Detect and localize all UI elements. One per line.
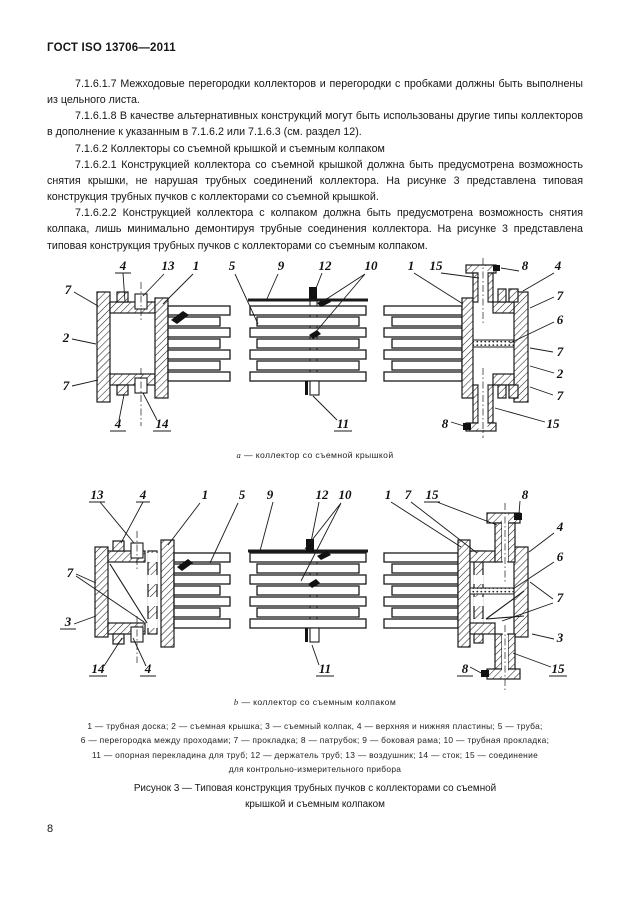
tube-bundle-middle (248, 287, 368, 396)
collector-removable-cover (96, 282, 169, 426)
figure-legend: 1 — трубная доска; 2 — съемная крышка; 3… (30, 719, 600, 777)
part-label: 1 (385, 487, 392, 502)
part-label: 4 (114, 416, 122, 431)
figure-b-caption: b — коллектор со съемным колпаком (0, 697, 630, 707)
part-label: 13 (162, 258, 176, 273)
part-label: 14 (92, 661, 106, 676)
figure-b-letter: b (233, 697, 239, 707)
part-label: 13 (91, 487, 105, 502)
leader-lines (71, 267, 555, 432)
part-label: 6 (557, 549, 564, 564)
nozzle-top (465, 258, 500, 324)
figure-title: Рисунок 3 — Типовая конструкция трубных … (47, 781, 583, 812)
part-label: 4 (144, 661, 152, 676)
body-paragraph: 7.1.6.1.7 Межходовые перегородки коллект… (47, 78, 583, 107)
legend-line: для контрольно-измерительного прибора (228, 764, 402, 775)
part-label: 4 (139, 487, 147, 502)
pass-partition (469, 587, 515, 595)
part-label: 11 (337, 416, 349, 431)
part-label: 5 (239, 487, 246, 502)
tube-bundle-left (167, 305, 231, 382)
part-label: 7 (63, 378, 70, 393)
part-label: 2 (556, 366, 564, 381)
tube-bundle-middle (248, 539, 368, 643)
part-label: 1 (408, 258, 415, 273)
leader-lines (60, 500, 567, 677)
part-label: 15 (552, 661, 566, 676)
part-label: 3 (556, 630, 564, 645)
part-label: 9 (267, 487, 274, 502)
legend-line: 6 — перегородка между проходами; 7 — про… (80, 735, 550, 746)
part-label: 15 (547, 416, 561, 431)
body-paragraph: 7.1.6.2 Коллекторы со съемной крышкой и … (75, 142, 385, 155)
figure-title-line: Рисунок 3 — Типовая конструкция трубных … (133, 783, 497, 794)
part-labels: 4 13 1 5 9 12 10 1 15 8 4 7 2 7 7 6 7 2 … (62, 258, 564, 431)
part-label: 4 (119, 258, 127, 273)
part-label: 10 (339, 487, 353, 502)
figure-a-caption: a — коллектор со съемной крышкой (0, 450, 630, 460)
part-label: 7 (557, 288, 564, 303)
part-label: 7 (67, 565, 74, 580)
figure-a-caption-text: — коллектор со съемной крышкой (243, 450, 394, 460)
figure-b-drawing: 13 4 1 5 9 12 10 1 7 15 8 7 3 4 6 7 3 14… (60, 487, 567, 690)
part-label: 8 (522, 487, 529, 502)
body-paragraph: 7.1.6.2.1 Конструкцией коллектора со съе… (47, 158, 583, 204)
part-label: 9 (278, 258, 285, 273)
part-label: 12 (316, 487, 330, 502)
part-label: 8 (442, 416, 449, 431)
figure-a-letter: a (236, 450, 242, 460)
part-label: 8 (522, 258, 529, 273)
pass-partition (472, 339, 515, 348)
figure-title-line: крышкой и съемным колпаком (245, 798, 385, 810)
figure-b-caption-text: — коллектор со съемным колпаком (241, 697, 397, 707)
body-paragraph: 7.1.6.2.2 Конструкцией коллектора с колп… (47, 207, 583, 252)
part-label: 7 (405, 487, 412, 502)
part-label: 14 (156, 416, 170, 431)
body-text: 7.1.6.1.7 Межходовые перегородки коллект… (47, 76, 583, 254)
legend-line: 1 — трубная доска; 2 — съемная крышка; 3… (87, 721, 543, 731)
figure-a-drawing: 4 13 1 5 9 12 10 1 15 8 4 7 2 7 7 6 7 2 … (62, 258, 564, 438)
part-label: 4 (556, 519, 564, 534)
part-label: 5 (229, 258, 236, 273)
part-label: 7 (557, 388, 564, 403)
standard-number: ГОСТ ISO 13706—2011 (47, 42, 176, 54)
collector-right (383, 258, 529, 438)
part-label: 7 (557, 344, 564, 359)
legend-line: 11 — опорная перекладина для труб; 12 — … (91, 749, 539, 760)
part-label: 3 (64, 614, 72, 629)
tube-bundle-left (173, 552, 231, 629)
nozzle-top (486, 503, 522, 583)
part-label: 7 (65, 282, 72, 297)
part-label: 7 (557, 590, 564, 605)
page-number: 8 (47, 823, 54, 835)
body-paragraph: 7.1.6.1.8 В качестве альтернативных конс… (47, 110, 583, 139)
collector-right-cap (383, 503, 529, 690)
part-label: 11 (319, 661, 331, 676)
part-labels: 13 4 1 5 9 12 10 1 7 15 8 7 3 4 6 7 3 14… (64, 487, 565, 676)
part-label: 1 (202, 487, 209, 502)
part-label: 1 (193, 258, 200, 273)
part-label: 2 (62, 330, 70, 345)
part-label: 12 (319, 258, 333, 273)
part-label: 15 (426, 487, 440, 502)
collector-removable-cap (94, 531, 175, 663)
nozzle-bottom (463, 368, 497, 438)
part-label: 6 (557, 312, 564, 327)
part-label: 15 (430, 258, 444, 273)
nozzle-bottom (481, 625, 521, 690)
part-label: 10 (365, 258, 379, 273)
part-label: 4 (554, 258, 562, 273)
part-label: 8 (462, 661, 469, 676)
pass-cone (485, 590, 525, 620)
